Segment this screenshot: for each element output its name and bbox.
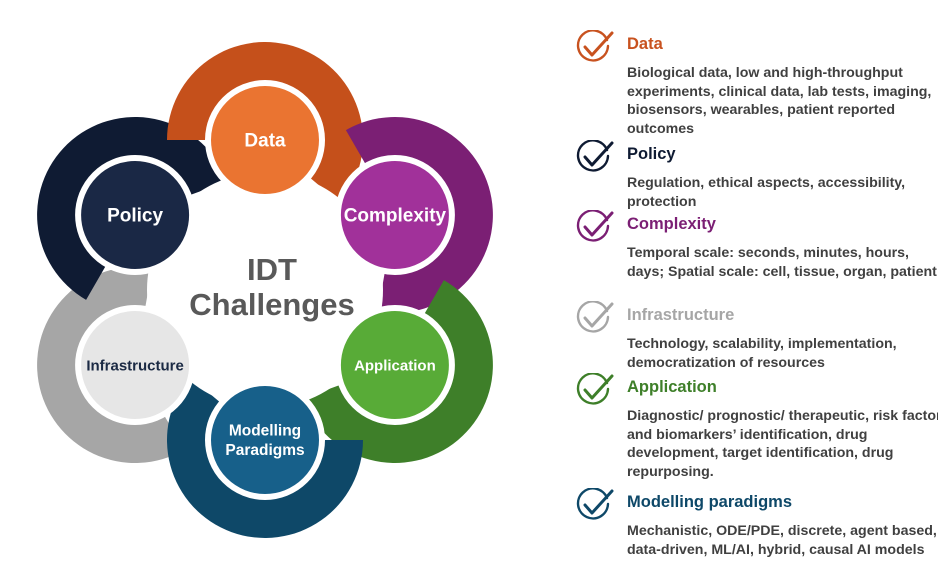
center-title-line2: Challenges [189,287,354,322]
ring-segment-complexity [345,116,493,313]
ring-segment-policy [37,117,228,300]
checkmark-icon [572,372,616,407]
challenges-diagram: DataComplexityApplicationModellingParadi… [37,41,493,538]
legend-title: Infrastructure [627,306,735,324]
segment-circle-modelling-paradigms [205,380,325,500]
checkmark-icon [572,139,616,174]
checkmark-icon [572,29,616,64]
ring-segments [37,41,493,538]
segment-circle-application [334,305,455,425]
segment-circle-data [205,80,325,200]
legend-title: Data [627,35,663,53]
segment-label-infrastructure: Infrastructure [86,357,184,374]
legend-title: Modelling paradigms [627,493,793,511]
segment-circle-policy [75,155,196,275]
segment-label-application: Application [354,357,436,374]
segment-label-modelling-paradigms: Paradigms [225,442,304,459]
legend-title: Application [627,378,717,396]
checkmark-icon [572,209,616,244]
center-disc [147,172,383,408]
legend-title: Policy [627,145,676,163]
segment-label-policy: Policy [107,206,163,227]
legend-description: Regulation, ethical aspects, accessibili… [627,175,906,210]
legend-description: Diagnostic/ prognostic/ therapeutic, ris… [627,408,938,480]
checkmark-icon [572,487,616,522]
segment-circle-infrastructure [75,305,196,425]
ring-segment-modelling-paradigms [166,377,363,538]
center-title-line1: IDT [247,252,297,287]
segment-label-complexity: Complexity [344,206,447,227]
segment-circle-complexity [334,155,455,275]
segment-label-data: Data [244,131,286,152]
segment-label-modelling-paradigms: Modelling [229,423,301,440]
legend-description: Technology, scalability, implementation,… [627,336,897,371]
legend-description: Biological data, low and high-throughput… [627,65,932,137]
segment-circles: DataComplexityApplicationModellingParadi… [75,80,455,500]
ring-segment-application [302,280,493,463]
ring-segment-infrastructure [37,267,185,464]
legend-description: Temporal scale: seconds, minutes, hours,… [627,245,937,280]
legend-title: Complexity [627,215,716,233]
legend-description: Mechanistic, ODE/PDE, discrete, agent ba… [627,523,937,558]
ring-segment-data [167,41,364,203]
checkmark-icon [572,300,616,335]
